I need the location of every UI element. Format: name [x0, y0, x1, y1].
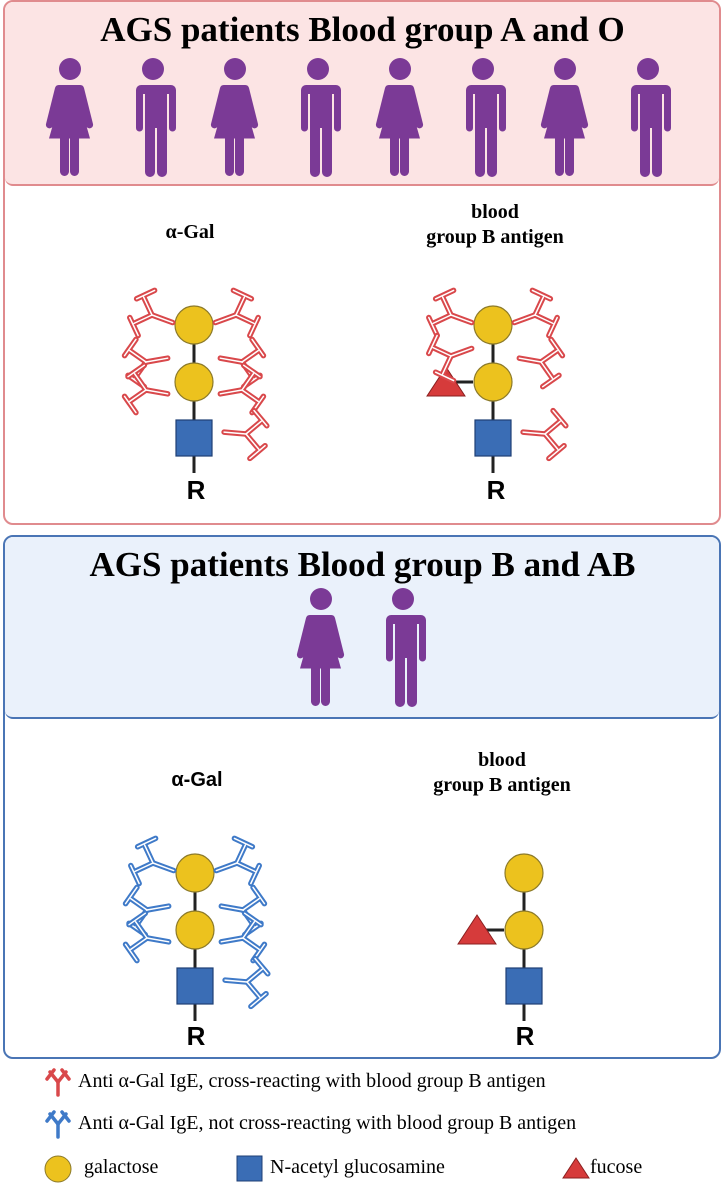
antibody-icon [122, 910, 172, 964]
panel-a-header [5, 2, 719, 186]
female-person-icon [210, 58, 259, 176]
antibody-icon [127, 287, 176, 339]
panel-blood-group-a-o [3, 0, 721, 525]
blue-antibody-legend-icon [45, 1110, 71, 1139]
panel-b-patients [0, 588, 725, 708]
panel-a-alpha-gal-label: α-Gal [165, 221, 215, 243]
male-person-icon [629, 58, 671, 177]
female-person-icon [375, 58, 424, 176]
galactose-icon [174, 362, 214, 402]
panel-a-title: AGS patients Blood group A and O [100, 10, 625, 49]
galactose-icon [504, 853, 544, 893]
panel-a-r-left: R [186, 475, 206, 505]
panel-blood-group-b-ab [3, 535, 721, 1059]
legend-glcnac-text: N-acetyl glucosamine [270, 1156, 445, 1178]
antibody-icon [222, 955, 271, 1010]
female-person-icon [540, 58, 589, 176]
panel-b-title: AGS patients Blood group B and AB [89, 545, 636, 584]
legend-blue-antibody-text: Anti α-Gal IgE, not cross-reacting with … [78, 1112, 577, 1134]
panel-b-r-left: R [186, 1021, 206, 1051]
glcnac-icon [474, 419, 512, 457]
galactose-icon [175, 853, 215, 893]
galactose-icon [473, 362, 513, 402]
panel-b-header [5, 537, 719, 719]
antibody-icon [121, 362, 171, 416]
male-person-icon [385, 588, 426, 707]
panel-a-r-right: R [486, 475, 506, 505]
legend-fucose-text: fucose [590, 1156, 643, 1178]
glcnac-icon [176, 967, 214, 1005]
antibody-icon [128, 835, 177, 887]
galactose-icon [504, 910, 544, 950]
male-person-icon [134, 58, 176, 177]
glcnac-icon [505, 967, 543, 1005]
glcnac-legend-icon [236, 1155, 263, 1182]
galactose-legend-icon [44, 1155, 72, 1183]
antibody-icon [213, 835, 262, 887]
female-person-icon [296, 588, 345, 706]
panel-b-r-right: R [515, 1021, 535, 1051]
galactose-icon [175, 910, 215, 950]
antibody-icon [217, 362, 267, 416]
antibody-icon [520, 407, 569, 462]
legend-galactose-text: galactose [84, 1156, 159, 1178]
glcnac-icon [175, 419, 213, 457]
antibody-icon [221, 407, 270, 462]
fucose-legend-icon [562, 1157, 590, 1179]
female-person-icon [45, 58, 94, 176]
galactose-icon [174, 305, 214, 345]
antibody-icon [511, 287, 560, 339]
panel-a-blood-group-b-label: blood group B antigen [426, 201, 564, 248]
antibody-icon [212, 287, 261, 339]
panel-b-alpha-gal-label: α-Gal [171, 769, 223, 791]
male-person-icon [464, 58, 506, 177]
fucose-icon [457, 914, 497, 945]
male-person-icon [299, 58, 341, 177]
panel-b-blood-group-b-label: blood group B antigen [433, 749, 571, 796]
antibody-icon [516, 336, 566, 390]
legend-red-antibody-text: Anti α-Gal IgE, cross-reacting with bloo… [78, 1070, 546, 1092]
antibody-icon [426, 332, 475, 384]
galactose-icon [473, 305, 513, 345]
red-antibody-legend-icon [45, 1068, 71, 1097]
antibody-icon [426, 287, 475, 339]
panel-a-patients [0, 58, 725, 178]
